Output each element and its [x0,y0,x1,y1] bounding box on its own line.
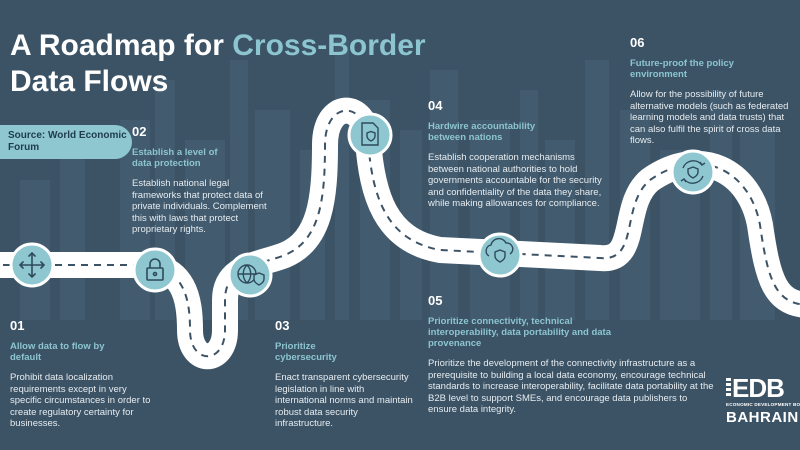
step-body: Prioritize the development of the connec… [428,358,714,415]
logo-mark-text: EDB [732,373,785,403]
step-body: Allow for the possibility of future alte… [630,89,789,146]
logo-country: BAHRAIN [726,409,799,426]
step-heading: Hardwire accountability between nations [428,121,536,143]
globe-shield-icon [227,252,273,298]
step-number: 01 [10,318,25,333]
title-text: A Roadmap for [10,29,233,62]
step-06: 06 Future-proof the policy environment A… [630,35,790,147]
step-01: 01 Allow data to flow by default Prohibi… [10,318,160,430]
logo-mark: EDB [726,375,800,401]
title-line2: Data Flows [10,65,169,98]
step-03: 03 Prioritize cybersecurity Enact transp… [275,318,415,430]
step-heading: Allow data to flow by default [10,341,105,363]
step-heading: Future-proof the policy environment [630,58,734,80]
step-number: 06 [630,35,645,50]
step-heading: Establish a level of data protection [132,147,218,169]
step-body: Establish national legal frameworks that… [132,178,267,235]
title-accent-text: Cross-Border [232,29,426,62]
step-body: Prohibit data localization requirements … [10,372,151,429]
step-number: 05 [428,293,443,308]
step-number: 03 [275,318,290,333]
step-body: Establish cooperation mechanisms between… [428,152,602,209]
logo-subtitle: ECONOMIC DEVELOPMENT BOARD [726,402,800,407]
lock-icon [132,247,178,293]
step-number: 04 [428,98,443,113]
logo-bars-icon [726,378,731,398]
step-number: 02 [132,124,147,139]
step-body: Enact transparent cybersecurity legislat… [275,372,413,429]
arrows-expand-icon [9,242,55,288]
step-04: 04 Hardwire accountability between natio… [428,98,603,210]
step-heading: Prioritize connectivity, technical inter… [428,316,611,349]
document-shield-icon [347,112,393,158]
edb-bahrain-logo: EDB ECONOMIC DEVELOPMENT BOARD BAHRAIN [726,375,800,435]
cycle-shield-icon [670,149,716,195]
step-05: 05 Prioritize connectivity, technical in… [428,293,718,416]
cloud-shield-icon [477,232,523,278]
step-02: 02 Establish a level of data protection … [132,124,267,236]
source-badge: Source: World Economic Forum [0,125,132,159]
step-heading: Prioritize cybersecurity [275,341,337,363]
